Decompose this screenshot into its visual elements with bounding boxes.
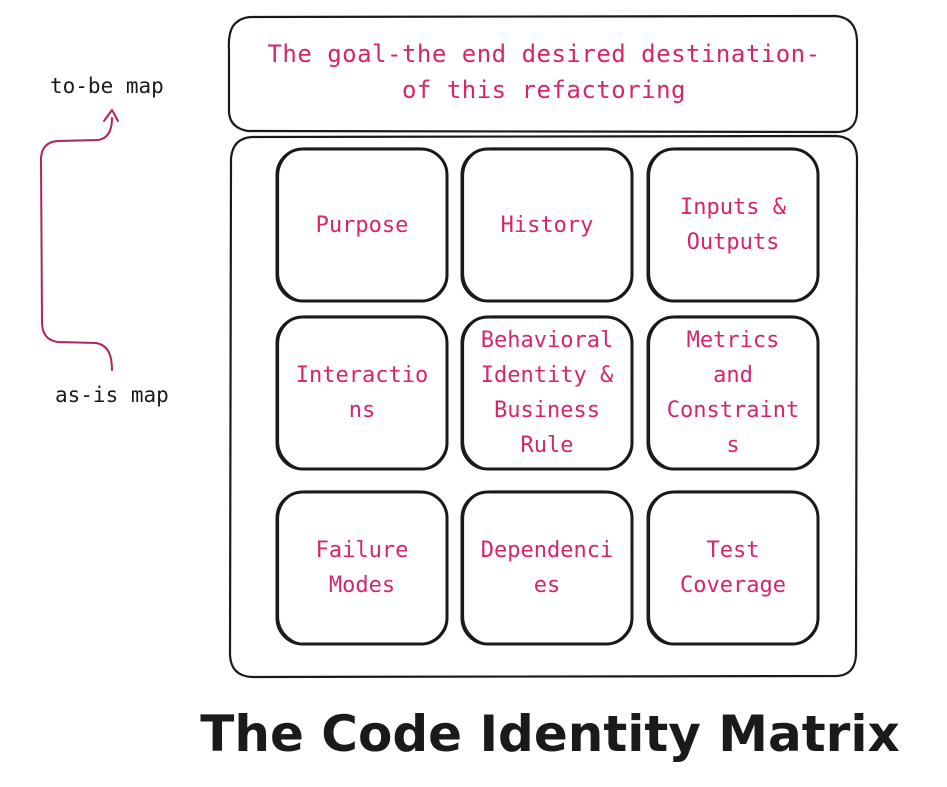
matrix-cell-box-sketch bbox=[462, 490, 633, 645]
goal-box bbox=[227, 14, 859, 134]
matrix-cell-box-sketch bbox=[462, 147, 633, 302]
cell-purpose: Purpose bbox=[277, 149, 447, 301]
cell-inputs-outputs: Inputs & Outputs bbox=[648, 149, 818, 301]
cell-label-line: Identity & bbox=[480, 363, 614, 388]
goal-text: The goal-the end desired destination- of… bbox=[232, 36, 856, 108]
cell-label-line: Constraint bbox=[666, 398, 800, 423]
cell-label-line: ns bbox=[348, 398, 376, 423]
arrow-head bbox=[103, 109, 119, 122]
cell-interactio-ns: Interactio ns bbox=[277, 317, 447, 469]
goal-line-2: of this refactoring bbox=[401, 76, 687, 104]
matrix-cell-box-sketch bbox=[277, 315, 448, 470]
cell-label-line: s bbox=[726, 433, 740, 458]
cell-label-line: and bbox=[713, 363, 753, 388]
diagram-title: The Code Identity Matrix bbox=[200, 705, 900, 763]
cell-dependenci-es: Dependenci es bbox=[462, 492, 632, 644]
matrix-cell-box-sketch bbox=[648, 315, 819, 470]
matrix-cell-box-sketch bbox=[648, 147, 819, 302]
as-is-map-label: as-is map bbox=[55, 383, 169, 407]
cell-label-line: History bbox=[500, 212, 594, 238]
cell-label-line: Interactio bbox=[295, 363, 429, 388]
cell-label-line: Metrics bbox=[686, 328, 780, 353]
cell-label-line: Modes bbox=[328, 573, 396, 598]
matrix-cells bbox=[275, 147, 820, 646]
matrix-cell-box-sketch bbox=[277, 490, 448, 645]
cell-label-line: Behavioral bbox=[480, 328, 614, 353]
cell-label-line: Test bbox=[706, 538, 760, 563]
cell-label-line: es bbox=[533, 573, 561, 598]
matrix-cell-box-sketch bbox=[462, 315, 633, 470]
matrix-container bbox=[228, 134, 859, 679]
goal-line-1: The goal-the end desired destination- bbox=[267, 40, 821, 68]
cell-label-line: Rule bbox=[520, 433, 574, 458]
cell-label-line: Business bbox=[494, 398, 600, 423]
cell-label-line: Coverage bbox=[680, 573, 786, 598]
matrix-cell-box-sketch bbox=[648, 490, 819, 645]
arrow-shaft bbox=[40, 117, 113, 371]
to-be-map-label: to-be map bbox=[50, 74, 164, 98]
cell-label-line: Failure bbox=[315, 538, 409, 563]
cell-label-line: Outputs bbox=[686, 230, 780, 255]
cell-label-line: Purpose bbox=[315, 212, 409, 238]
cell-history: History bbox=[462, 149, 632, 301]
matrix-cell-box-sketch bbox=[277, 147, 448, 302]
cell-label-line: Dependenci bbox=[480, 538, 614, 563]
cell-label-line: Inputs & bbox=[680, 195, 786, 220]
